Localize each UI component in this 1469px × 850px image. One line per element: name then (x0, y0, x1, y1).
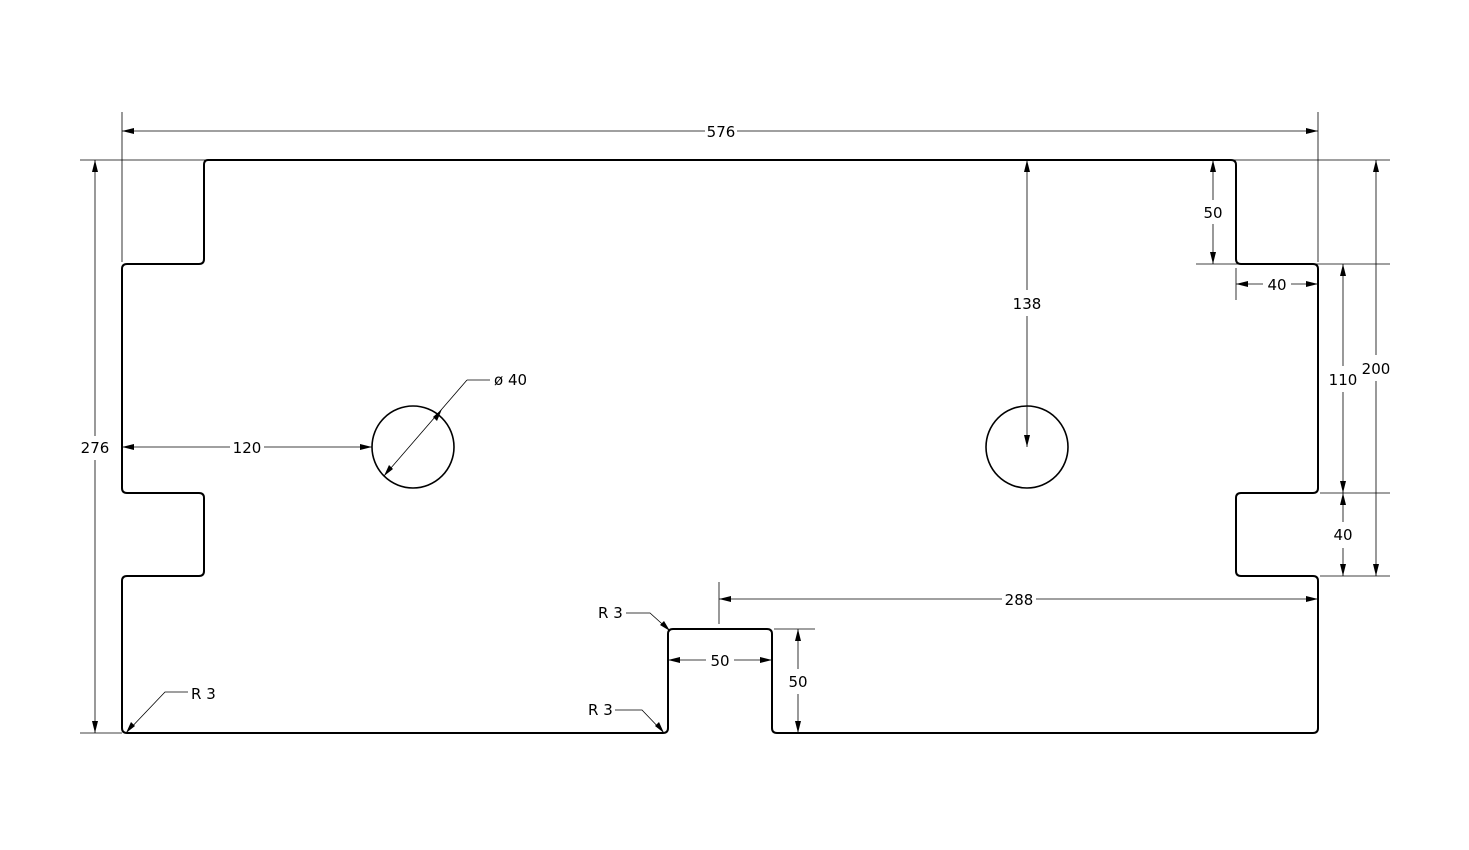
dim-288-label: 288 (1005, 591, 1034, 609)
dim-50-slot-width-label: 50 (710, 652, 729, 670)
dim-40-lower: 40 (1333, 493, 1353, 576)
dim-276: 276 (81, 160, 110, 733)
dim-288: 288 (719, 591, 1318, 609)
dim-50-slot-width: 50 (668, 652, 772, 670)
dim-diameter-label: ø 40 (494, 371, 527, 389)
dim-diameter: ø 40 (383, 371, 527, 477)
fillet-slot-bottom-label: R 3 (588, 701, 613, 719)
dim-110-label: 110 (1329, 371, 1358, 389)
dim-40-tab: 40 (1236, 276, 1318, 294)
dim-50-slot-depth-label: 50 (788, 673, 807, 691)
fillet-leader-corner: R 3 (125, 685, 216, 734)
dim-120-label: 120 (233, 439, 262, 457)
dim-50-notch: 50 (1203, 160, 1223, 264)
dim-110: 110 (1329, 264, 1358, 493)
dim-200-label: 200 (1362, 360, 1391, 378)
fillet-leader-slot-top: R 3 (598, 604, 671, 632)
dim-40-tab-label: 40 (1267, 276, 1286, 294)
dim-40-lower-label: 40 (1333, 526, 1352, 544)
dim-576-label: 576 (707, 123, 736, 141)
fillet-slot-top-label: R 3 (598, 604, 623, 622)
dim-50-slot-depth: 50 (788, 629, 808, 733)
dim-138: 138 (1013, 160, 1042, 447)
part-outline (121, 159, 1319, 734)
dim-138-label: 138 (1013, 295, 1042, 313)
dim-120: 120 (122, 439, 372, 457)
fillet-corner-label: R 3 (191, 685, 216, 703)
dim-50-notch-label: 50 (1203, 204, 1222, 222)
fillet-leader-slot-bottom: R 3 (588, 701, 665, 734)
dim-200: 200 (1362, 160, 1391, 576)
dim-576: 576 (122, 123, 1318, 141)
dim-276-label: 276 (81, 439, 110, 457)
extension-lines (80, 112, 1390, 734)
